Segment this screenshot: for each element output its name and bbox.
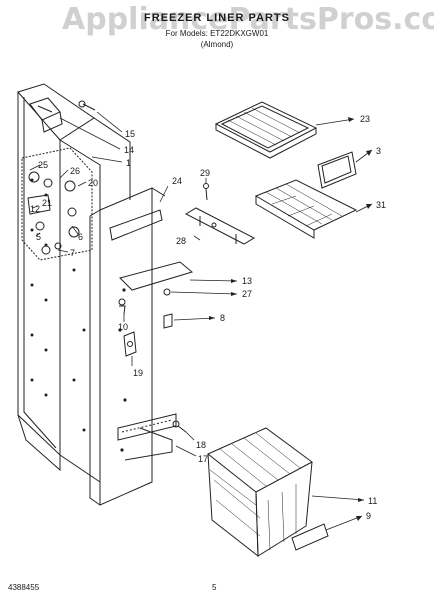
callout-25: 25	[38, 160, 48, 170]
callout-11: 11	[368, 496, 377, 506]
callout-21: 21	[42, 198, 52, 208]
page-number: 5	[212, 583, 217, 592]
part-13-plate	[119, 261, 194, 296]
callout-27: 27	[242, 289, 252, 299]
part-19-bracket	[123, 331, 137, 357]
part-8-clip	[163, 313, 173, 329]
color-note: (Almond)	[200, 40, 234, 49]
part-11-basket	[207, 427, 313, 558]
callout-23: 23	[360, 114, 370, 124]
callout-18: 18	[196, 440, 206, 450]
callout-13: 13	[242, 276, 252, 286]
callout-labels: 15 14 1 23 3 24 29 31 28 13 27 10 8 19 1…	[30, 114, 386, 521]
document-number: 4388455	[8, 583, 40, 592]
callout-9: 9	[366, 511, 371, 521]
leader-lines	[29, 111, 373, 531]
part-28-shelf-rail	[184, 207, 256, 245]
callout-5: 5	[36, 232, 41, 242]
part-31-wire-shelf	[254, 179, 358, 239]
part-3-glass-panel	[317, 151, 357, 189]
part-10-clip	[118, 298, 126, 315]
model-line: For Models: ET22DKXGW01	[165, 29, 269, 38]
callout-24: 24	[172, 176, 182, 186]
part-15-screw	[78, 100, 96, 111]
callout-6: 6	[78, 232, 83, 242]
callout-19: 19	[133, 368, 143, 378]
callout-8: 8	[220, 313, 225, 323]
part-24-back-liner	[89, 187, 177, 506]
part-14-bracket	[29, 97, 63, 133]
callout-14: 14	[124, 145, 134, 155]
callout-28: 28	[176, 236, 186, 246]
callout-7: 7	[70, 248, 75, 258]
part-9-basket-handle	[291, 523, 329, 551]
freezer-liner	[17, 83, 131, 483]
callout-15: 15	[125, 129, 135, 139]
part-29-screw	[203, 183, 209, 201]
callout-10: 10	[118, 322, 128, 332]
callout-26: 26	[70, 166, 80, 176]
part-23-shelf	[214, 101, 318, 159]
callout-31: 31	[376, 200, 386, 210]
part-18-screw	[172, 420, 187, 433]
callout-1: 1	[126, 158, 131, 168]
callout-20: 20	[88, 178, 98, 188]
callout-3: 3	[376, 146, 381, 156]
callout-12: 12	[30, 204, 40, 214]
callout-29: 29	[200, 168, 210, 178]
callout-17: 17	[198, 454, 208, 464]
diagram-title: FREEZER LINER PARTS	[144, 12, 290, 24]
